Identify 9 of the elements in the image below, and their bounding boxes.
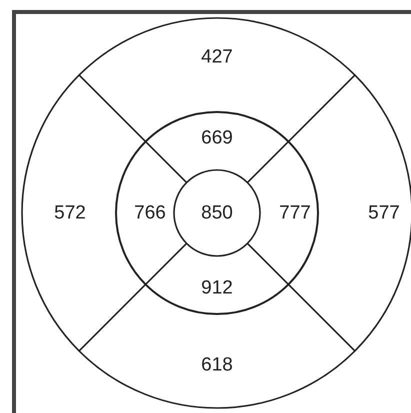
sector-value: 572 <box>54 204 86 222</box>
sector-value: 618 <box>201 356 233 374</box>
sector-value: 912 <box>201 278 233 298</box>
sector-value: 427 <box>201 48 233 66</box>
sector-value: 669 <box>201 128 233 148</box>
sector-value: 577 <box>368 204 400 222</box>
sector-value: 850 <box>201 204 233 222</box>
sector-value: 777 <box>279 204 311 222</box>
sector-value: 766 <box>134 204 166 222</box>
